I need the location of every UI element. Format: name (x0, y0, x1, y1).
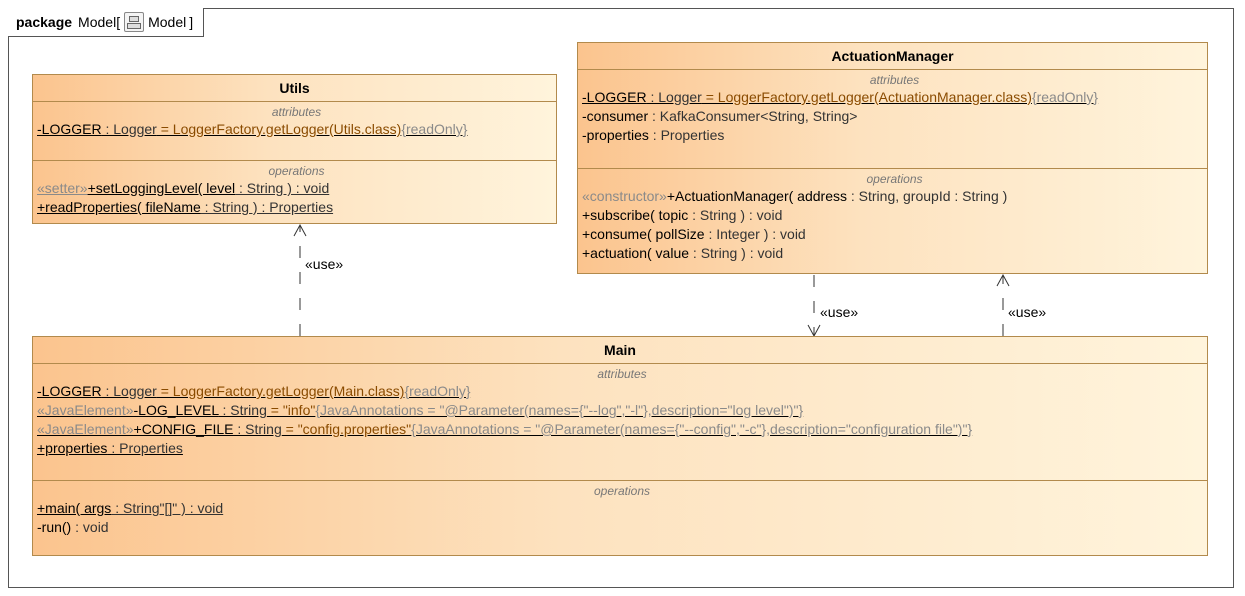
attribute-name: -LOGGER (37, 121, 102, 137)
attribute-tag: {readOnly} (401, 121, 468, 137)
operation-signature: +main( args (37, 500, 112, 516)
attribute-row[interactable]: -properties : Properties (582, 126, 1207, 145)
operation-params: : String ) : void (688, 207, 783, 223)
attribute-type: : String (218, 402, 267, 418)
compartment-title: attributes (271, 105, 322, 119)
operation-params: : String ) : void (689, 245, 784, 261)
operation-params: : Integer ) : void (704, 226, 806, 242)
operation-signature: +ActuationManager( address (666, 188, 847, 204)
operation-signature: +consume( pollSize (582, 226, 705, 242)
operation-stereotype: «constructor» (582, 188, 667, 204)
class-actuation-manager[interactable]: ActuationManager attributes -LOGGER : Lo… (577, 42, 1208, 274)
attribute-type: : Properties (648, 127, 725, 143)
attribute-row[interactable]: -consumer : KafkaConsumer<String, String… (582, 107, 1207, 126)
attribute-stereotype: «JavaElement» (37, 421, 134, 437)
attribute-type: : Logger (101, 121, 157, 137)
use-label-actuation: «use» (1008, 304, 1047, 320)
attribute-default: = LoggerFactory.getLogger(ActuationManag… (701, 89, 1032, 105)
operation-stereotype: «setter» (37, 180, 88, 196)
attribute-default: = LoggerFactory.getLogger(Utils.class) (156, 121, 402, 137)
attribute-type: : Logger (101, 383, 157, 399)
operations-compartment: operations «setter»+setLoggingLevel( lev… (33, 161, 556, 221)
attribute-row[interactable]: -LOGGER : Logger = LoggerFactory.getLogg… (582, 88, 1207, 107)
operation-row[interactable]: -run() : void (37, 518, 1207, 537)
attribute-default: = "config.properties" (281, 421, 412, 437)
attributes-compartment: attributes -LOGGER : Logger = LoggerFact… (33, 102, 556, 161)
attribute-type: : Properties (107, 440, 183, 456)
attribute-row[interactable]: -LOGGER : Logger = LoggerFactory.getLogg… (37, 120, 556, 139)
package-keyword: package (16, 14, 73, 30)
attribute-row[interactable]: +properties : Properties (37, 439, 1207, 458)
operation-row[interactable]: +subscribe( topic : String ) : void (582, 206, 1207, 225)
operation-signature: +setLoggingLevel( level (87, 180, 236, 196)
attribute-tag: {JavaAnnotations = "@Parameter(names={"-… (315, 402, 804, 418)
arrowhead-actuation (996, 273, 1010, 287)
class-main[interactable]: Main attributes -LOGGER : Logger = Logge… (32, 336, 1208, 556)
bracket-close: ] (189, 14, 194, 30)
operation-row[interactable]: «setter»+setLoggingLevel( level : String… (37, 179, 556, 198)
operation-signature: +readProperties( fileName (37, 199, 201, 215)
operation-signature: -run() (37, 519, 72, 535)
class-name: Utils (33, 75, 556, 102)
attributes-compartment: attributes -LOGGER : Logger = LoggerFact… (578, 70, 1207, 169)
compartment-title: attributes (869, 73, 920, 87)
package-frame-tab[interactable]: package Model [ Model ] (8, 8, 205, 37)
attribute-name: -LOG_LEVEL (133, 402, 219, 418)
compartment-title: attributes (597, 367, 647, 381)
operations-compartment: operations «constructor»+ActuationManage… (578, 169, 1207, 267)
attribute-row[interactable]: «JavaElement»+CONFIG_FILE : String = "co… (37, 420, 1207, 439)
operation-row[interactable]: +readProperties( fileName : String ) : P… (37, 198, 556, 217)
compartment-title: operations (268, 164, 325, 178)
class-name: Main (33, 337, 1207, 364)
operation-params: : String ) : Properties (200, 199, 334, 215)
operation-signature: +subscribe( topic (582, 207, 689, 223)
attribute-name: +CONFIG_FILE (133, 421, 234, 437)
operation-params: : void (71, 519, 109, 535)
use-label-main: «use» (820, 304, 859, 320)
operations-compartment: operations +main( args : String"[]" ) : … (33, 481, 1207, 541)
attribute-tag: {JavaAnnotations = "@Parameter(names={"-… (411, 421, 973, 437)
operation-params: : String ) : void (235, 180, 330, 196)
attribute-type: : KafkaConsumer<String, String> (648, 108, 858, 124)
attribute-type: : Logger (646, 89, 702, 105)
attributes-compartment: attributes -LOGGER : Logger = LoggerFact… (33, 364, 1207, 481)
diagram-icon (124, 12, 145, 32)
compartment-title: operations (866, 172, 923, 186)
attribute-row[interactable]: -LOGGER : Logger = LoggerFactory.getLogg… (37, 382, 1207, 401)
diagram-name: Model (148, 14, 187, 30)
attribute-type: : String (233, 421, 282, 437)
attribute-default: = "info" (266, 402, 316, 418)
attribute-name: -consumer (582, 108, 649, 124)
operation-signature: +actuation( value (582, 245, 690, 261)
operation-row[interactable]: +actuation( value : String ) : void (582, 244, 1207, 263)
attribute-name: -LOGGER (37, 383, 102, 399)
bracket-open: [ (116, 14, 121, 30)
operation-row[interactable]: «constructor»+ActuationManager( address … (582, 187, 1207, 206)
operation-row[interactable]: +main( args : String"[]" ) : void (37, 499, 1207, 518)
operation-params: : String, groupId : String ) (847, 188, 1008, 204)
class-utils[interactable]: Utils attributes -LOGGER : Logger = Logg… (32, 74, 557, 224)
attribute-tag: {readOnly} (404, 383, 471, 399)
compartment-title: operations (593, 484, 651, 498)
class-name: ActuationManager (578, 43, 1207, 70)
package-name: Model (78, 14, 117, 30)
operation-row[interactable]: +consume( pollSize : Integer ) : void (582, 225, 1207, 244)
attribute-row[interactable]: «JavaElement»-LOG_LEVEL : String = "info… (37, 401, 1207, 420)
use-label-utils: «use» (305, 256, 344, 272)
arrowhead-utils (293, 223, 307, 237)
package-frame (8, 8, 1234, 588)
attribute-name: +properties (37, 440, 108, 456)
attribute-name: -properties (582, 127, 649, 143)
operation-params: : String"[]" ) : void (111, 500, 224, 516)
attribute-name: -LOGGER (582, 89, 647, 105)
attribute-tag: {readOnly} (1031, 89, 1099, 105)
attribute-default: = LoggerFactory.getLogger(Main.class) (156, 383, 405, 399)
attribute-stereotype: «JavaElement» (37, 402, 134, 418)
